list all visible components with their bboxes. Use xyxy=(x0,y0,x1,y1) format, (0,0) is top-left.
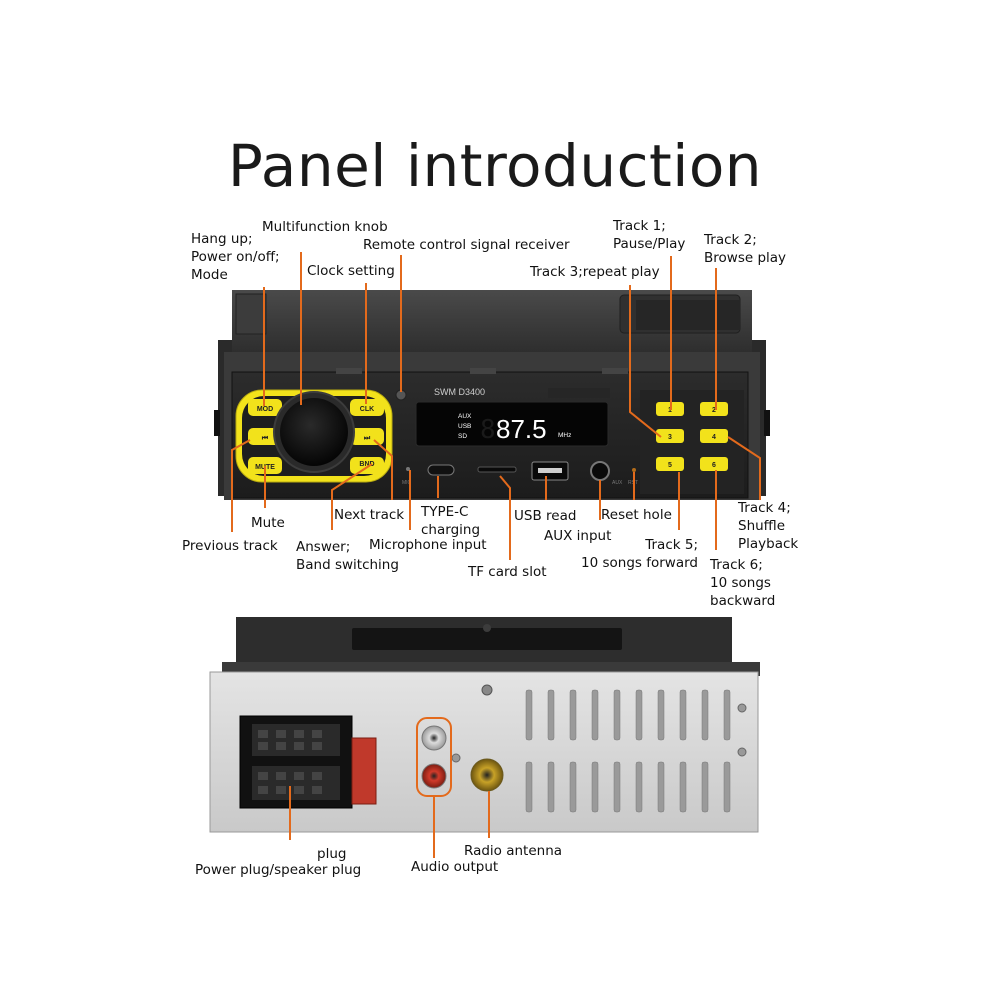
num-button-6-label: 6 xyxy=(712,462,716,469)
display-source-aux: AUX xyxy=(458,413,472,420)
label-track5: Track 5; 10 songs forward xyxy=(581,537,698,571)
display-source-sd: SD xyxy=(458,433,467,440)
leader-lines xyxy=(231,252,761,858)
svg-text:8: 8 xyxy=(480,415,496,445)
typec-port[interactable] xyxy=(427,464,455,476)
tf-card-slot[interactable] xyxy=(477,466,517,473)
rca-white-jack[interactable] xyxy=(421,725,447,751)
multifunction-knob[interactable] xyxy=(280,398,348,466)
label-mute: Mute xyxy=(251,515,285,531)
iso-connector xyxy=(239,715,377,809)
page-title: Panel introduction xyxy=(227,132,763,200)
mod-button-label: MOD xyxy=(257,406,273,413)
control-cluster: MOD ⏮ MUTE CLK ⏭ BND xyxy=(235,389,393,483)
label-microphone: Microphone input xyxy=(369,537,487,553)
aux-jack[interactable] xyxy=(590,461,610,481)
label-aux-input: AUX input xyxy=(544,528,612,544)
numeric-button-pad: 1 2 3 4 5 6 xyxy=(640,390,744,494)
num-button-3[interactable] xyxy=(656,429,684,443)
label-multifunction-knob: Multifunction knob xyxy=(262,219,388,235)
lcd-display: AUX USB SD 8 87.5 MHz xyxy=(415,401,609,447)
label-previous-track: Previous track xyxy=(182,538,278,554)
num-button-2-label: 2 xyxy=(712,407,716,414)
label-typec: TYPE-C charging xyxy=(421,504,481,538)
aux-mark: AUX xyxy=(612,480,623,486)
model-name: SWM D3400 xyxy=(434,387,485,397)
label-track2: Track 2; Browse play xyxy=(704,232,787,266)
reset-hole[interactable] xyxy=(632,468,636,472)
num-button-6[interactable] xyxy=(700,457,728,471)
num-button-3-label: 3 xyxy=(668,434,672,441)
label-track1: Track 1; Pause/Play xyxy=(613,218,686,252)
bnd-button-label: BND xyxy=(359,461,374,468)
num-button-2[interactable] xyxy=(700,402,728,416)
antenna-socket[interactable] xyxy=(470,758,504,792)
label-radio-antenna: Radio antenna xyxy=(464,843,563,859)
port-row: MIC AUX RST xyxy=(402,461,638,486)
label-track4: Track 4; Shuffle Playback xyxy=(738,500,799,552)
bnd-button[interactable] xyxy=(350,457,384,474)
label-hang-up: Hang up; Power on/off; Mode xyxy=(191,231,280,283)
rca-red-jack[interactable] xyxy=(421,763,447,789)
rear-view xyxy=(209,617,760,833)
label-clock-setting: Clock setting xyxy=(307,263,395,279)
display-frequency: 87.5 xyxy=(496,414,547,444)
mic-mark: MIC xyxy=(402,480,412,486)
num-button-4[interactable] xyxy=(700,429,728,443)
label-answer: Answer; Band switching xyxy=(296,539,399,573)
display-source-usb: USB xyxy=(458,423,471,430)
label-track3: Track 3;repeat play xyxy=(530,264,660,280)
label-tf-card: TF card slot xyxy=(468,564,547,580)
chassis-top xyxy=(232,290,752,352)
num-button-4-label: 4 xyxy=(712,434,716,441)
num-button-5-label: 5 xyxy=(668,462,672,469)
prev-button-label: ⏮ xyxy=(262,435,269,442)
label-audio-output: Audio output xyxy=(411,859,499,875)
mod-button[interactable] xyxy=(248,399,282,416)
label-power-plug: Power plug/speaker plug xyxy=(195,862,362,878)
label-next-track: Next track xyxy=(334,507,405,523)
label-track6: Track 6; 10 songs backward xyxy=(710,557,776,609)
num-button-1-label: 1 xyxy=(668,407,672,414)
label-plug: plug xyxy=(317,846,347,862)
label-reset-hole: Reset hole xyxy=(601,507,672,523)
clk-button[interactable] xyxy=(350,399,384,416)
label-remote-receiver: Remote control signal receiver xyxy=(363,237,570,253)
label-usb-read: USB read xyxy=(514,508,577,524)
num-button-5[interactable] xyxy=(656,457,684,471)
display-unit: MHz xyxy=(558,432,571,439)
mute-button[interactable] xyxy=(248,457,282,474)
next-button-label: ⏭ xyxy=(364,435,371,442)
clk-button-label: CLK xyxy=(360,406,374,413)
vent-slots xyxy=(525,689,731,813)
